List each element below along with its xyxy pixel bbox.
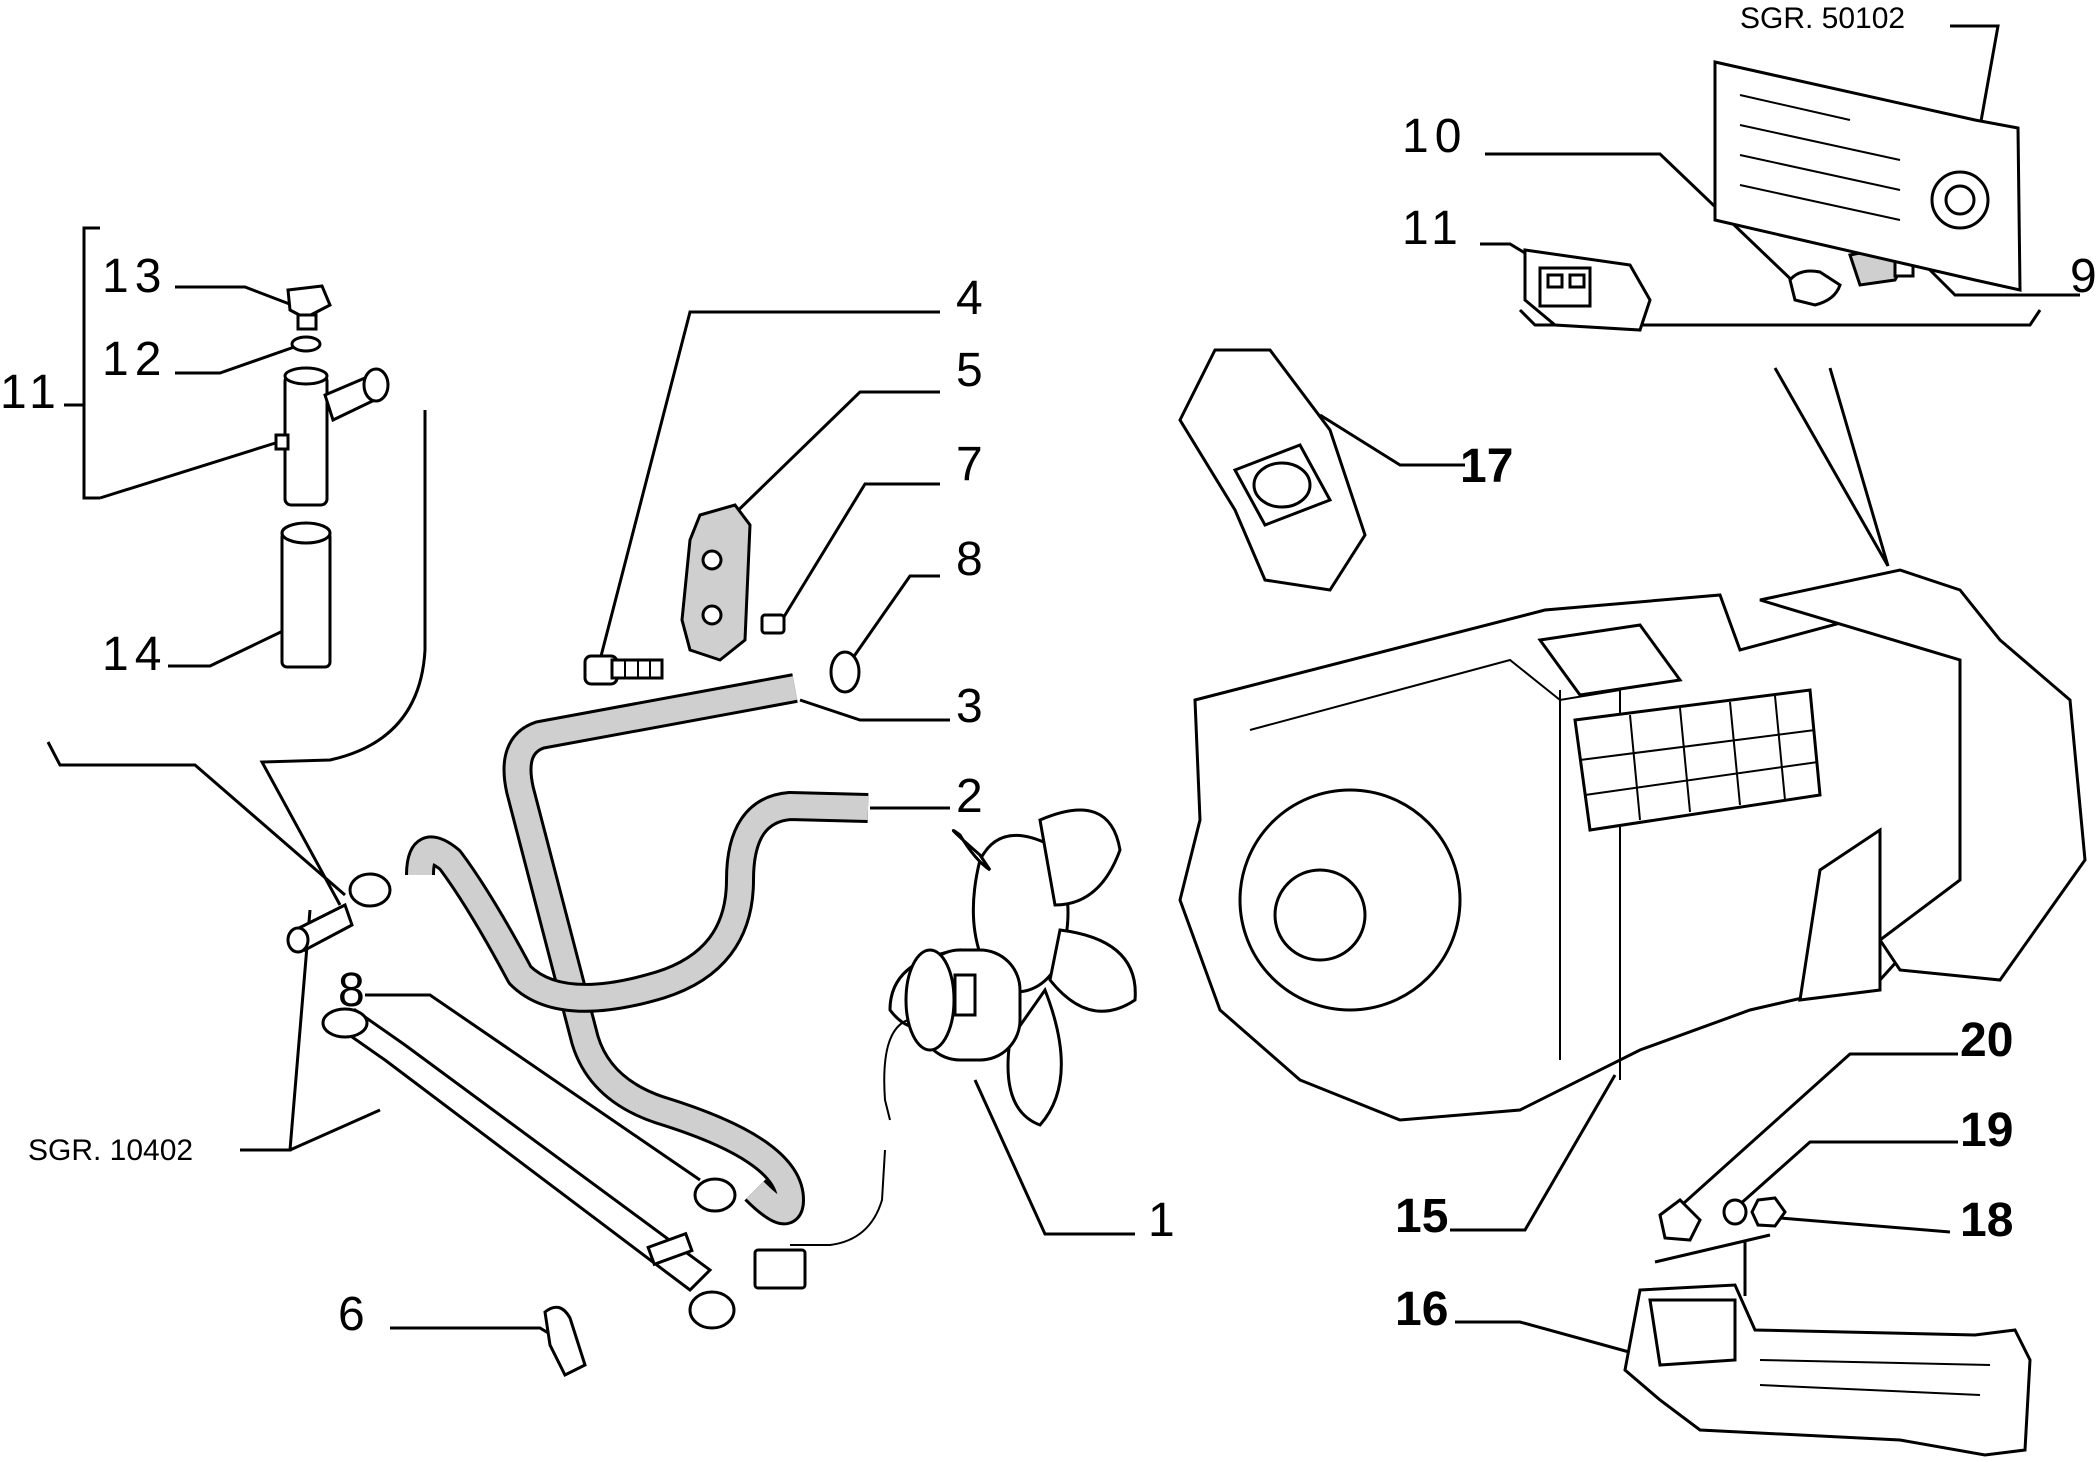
part-8-hose-clamp-lower [693, 1177, 737, 1213]
part-5-mounting-plate [680, 503, 752, 662]
callout-3: 3 [956, 680, 989, 733]
callout-18: 17 [1460, 440, 1513, 493]
part-18-air-duct [1178, 348, 1367, 592]
callout-15: 14 [102, 628, 167, 681]
callout-2: 2 [956, 770, 989, 823]
part-19-nut [1750, 1196, 1787, 1228]
ref-sgr-10402: SGR. 10402 [28, 1134, 193, 1167]
callout-19: 18 [1960, 1194, 2013, 1247]
part-13-washer [290, 335, 322, 353]
callout-17: 16 [1395, 1283, 1448, 1336]
callout-7: 7 [956, 438, 989, 491]
callout-1: 1 [1148, 1194, 1181, 1247]
part-15-hose-sleeve [280, 521, 332, 669]
callout-8-lower: 8 [338, 964, 371, 1017]
part-12-tee-fitting [274, 366, 390, 507]
callout-10: 10 [1402, 110, 1467, 163]
part-pipe-nipple [286, 902, 354, 954]
callout-11: 11 [1402, 202, 1464, 255]
callout-12: 11 [0, 366, 62, 419]
callout-21: 20 [1960, 1014, 2013, 1067]
callout-6: 6 [338, 1288, 371, 1341]
part-control-panel [1713, 60, 2022, 292]
part-16-heater-unit [1178, 568, 2087, 1122]
callout-5: 5 [956, 344, 989, 397]
callout-4: 4 [956, 272, 989, 325]
part-11-resistor [1523, 248, 1652, 332]
heater-grille [1573, 688, 1822, 832]
part-8-hose-clamp [829, 650, 861, 694]
callout-16: 15 [1395, 1190, 1448, 1243]
part-heater-pipe [321, 1007, 736, 1330]
part-20-washer [1722, 1198, 1748, 1226]
part-4-bolt [583, 654, 664, 686]
part-21-clip [1658, 1198, 1702, 1242]
callout-8-upper: 8 [956, 533, 989, 586]
callout-labels: 13 12 11 14 4 5 7 8 3 2 1 8 6 SGR. 10402… [0, 2, 2096, 1341]
part-6-pipe-clip [543, 1305, 587, 1378]
part-7-nut [760, 613, 786, 635]
ref-sgr-50102: SGR. 50102 [1740, 2, 1905, 35]
callout-14: 13 [102, 250, 167, 303]
part-8-hose-clamp-left [348, 872, 392, 908]
callout-20: 19 [1960, 1104, 2013, 1157]
part-10-bulb [1788, 269, 1842, 307]
part-14-bleed-screw [286, 284, 332, 331]
part-1-blower-motor-fan [753, 808, 1137, 1290]
callout-13: 12 [102, 333, 167, 386]
part-17-lower-duct [1623, 1283, 2032, 1457]
callout-9: 9 [2070, 250, 2096, 303]
